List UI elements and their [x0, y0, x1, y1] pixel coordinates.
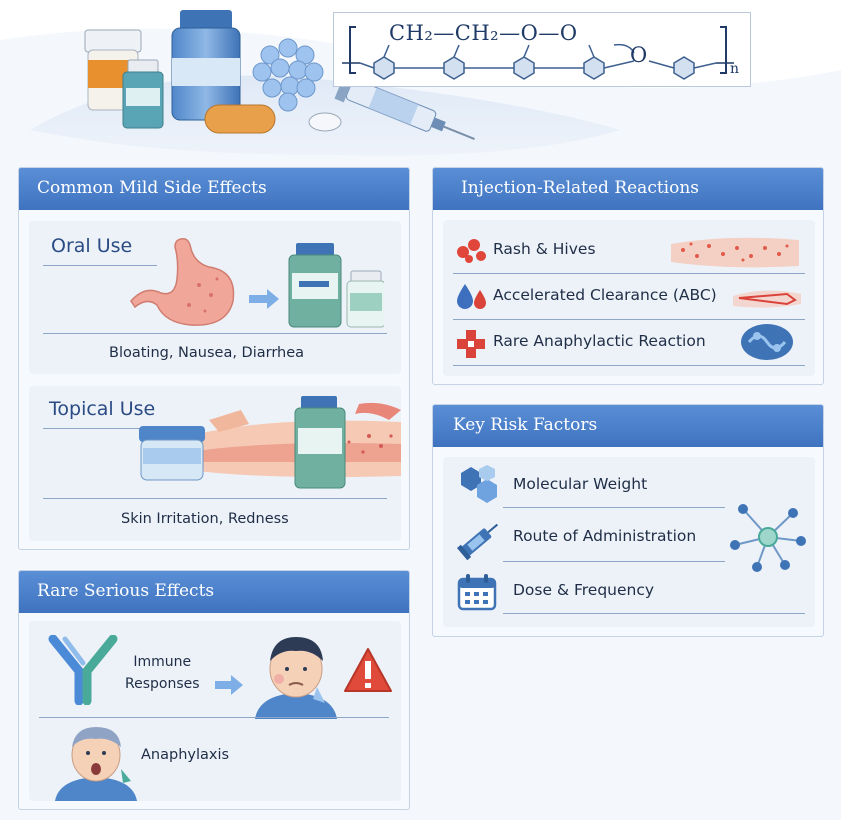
arrow-right-icon	[215, 675, 243, 695]
divider	[503, 507, 725, 508]
medical-cross-icon	[457, 330, 485, 358]
topical-use-title: Topical Use	[49, 398, 156, 420]
warning-icon	[344, 648, 392, 692]
immune-responses-label: Immune Responses	[125, 651, 200, 695]
divider	[503, 561, 725, 562]
divider	[503, 613, 805, 614]
rare-serious-panel: Rare Serious Effects Immune Responses	[18, 570, 410, 810]
distressed-person-icon	[55, 727, 137, 801]
polymer-structure-icon	[342, 26, 734, 80]
oral-effects-caption: Bloating, Nausea, Diarrhea	[109, 345, 305, 361]
rare-effects-card: Immune Responses Anaphylaxi	[29, 621, 401, 801]
medicine-bottle-icon	[288, 243, 342, 328]
vessel-icon	[733, 290, 801, 308]
immune-label: Immune Responses	[125, 654, 200, 692]
tablet-icon	[308, 112, 342, 132]
small-bottle-icon	[346, 270, 384, 328]
formula-oxygen: O	[630, 43, 648, 67]
topical-effects-caption: Skin Irritation, Redness	[121, 511, 289, 527]
medicine-bottle-icon	[294, 396, 346, 489]
anaphylaxis-label: Anaphylaxis	[141, 747, 230, 763]
dose-frequency-label: Dose & Frequency	[513, 581, 655, 599]
microspheres-icon	[252, 38, 324, 112]
sick-person-icon	[255, 637, 337, 719]
injection-card: Rash & Hives Accelerated Clearance (ABC)…	[443, 220, 815, 376]
common-mild-panel: Common Mild Side Effects Oral Use B	[18, 167, 410, 550]
divider	[43, 265, 157, 266]
molecular-weight-label: Molecular Weight	[513, 475, 648, 493]
topical-use-card: Topical Use Skin Irritation, Rednes	[29, 386, 401, 541]
polymer-formula: CH₂—CH₂—O—O	[389, 21, 578, 45]
network-icon	[730, 504, 806, 572]
risk-card: Molecular Weight Route of Administration	[443, 457, 815, 627]
oral-use-card: Oral Use Bloating, Nausea, Diarrhea	[29, 221, 401, 374]
antibody-icon	[48, 635, 118, 705]
small-bottle-icon	[122, 59, 164, 129]
skin-rash-illustration	[671, 237, 799, 268]
lungs-icon	[741, 324, 793, 360]
accelerated-clearance-label: Accelerated Clearance (ABC)	[493, 286, 717, 304]
panel-title: Common Mild Side Effects	[37, 178, 267, 198]
arrow-right-icon	[249, 289, 279, 309]
cream-jar-icon	[139, 426, 205, 481]
syringe-icon	[334, 70, 475, 140]
route-of-administration-label: Route of Administration	[513, 527, 697, 545]
divider	[453, 365, 805, 366]
injection-reactions-panel: Injection-Related Reactions Rash & Hives…	[432, 167, 824, 385]
syringe-icon	[457, 523, 499, 561]
panel-header: Rare Serious Effects	[19, 571, 409, 613]
divider	[43, 333, 387, 334]
medicine-bottle-icon	[171, 10, 241, 121]
anaphylactic-reaction-label: Rare Anaphylactic Reaction	[493, 332, 706, 350]
oral-use-title: Oral Use	[51, 235, 133, 257]
blood-drops-icon	[457, 284, 486, 309]
skin-illustration	[139, 396, 401, 489]
rash-icon	[457, 239, 486, 263]
divider	[453, 273, 805, 274]
divider	[43, 498, 387, 499]
panel-title: Injection-Related Reactions	[461, 178, 700, 198]
stomach-icon	[130, 237, 235, 326]
polymer-formula-box: CH₂—CH₂—O—O O n	[333, 12, 751, 87]
panel-header: Injection-Related Reactions	[433, 168, 823, 210]
calendar-icon	[457, 574, 497, 611]
risk-factors-panel: Key Risk Factors Molecular Weight Route …	[432, 404, 824, 637]
divider	[453, 319, 805, 320]
panel-header: Key Risk Factors	[433, 405, 823, 447]
panel-title: Rare Serious Effects	[37, 581, 215, 601]
stomach-illustration	[130, 237, 384, 328]
pill-icon	[204, 104, 276, 134]
rash-hives-label: Rash & Hives	[493, 240, 596, 258]
divider	[39, 717, 389, 718]
divider	[43, 428, 173, 429]
panel-title: Key Risk Factors	[453, 415, 598, 435]
panel-header: Common Mild Side Effects	[19, 168, 409, 210]
molecule-icon	[461, 465, 497, 503]
formula-subscript-n: n	[730, 61, 740, 77]
